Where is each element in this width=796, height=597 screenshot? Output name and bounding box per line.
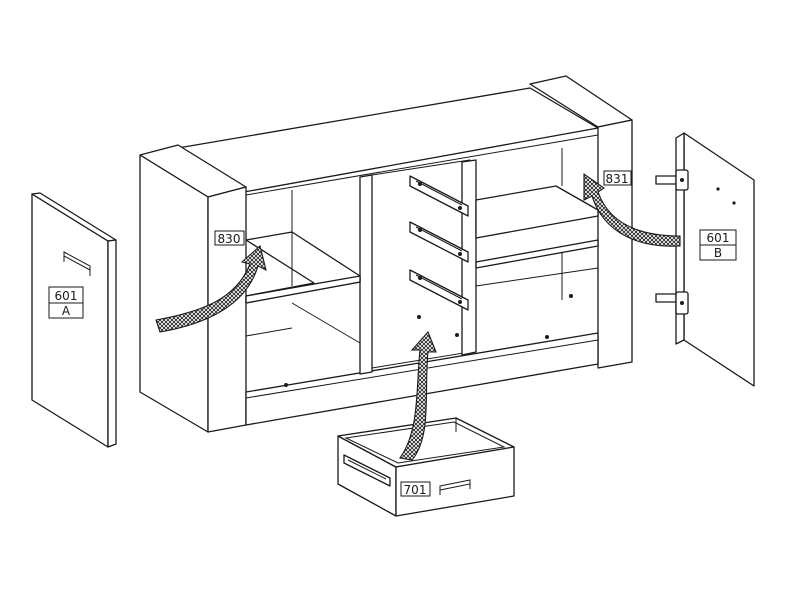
hinge-top-icon (655, 169, 689, 191)
label-door-left-code: 601 (55, 289, 78, 303)
label-door-left-variant: A (62, 304, 71, 318)
label-cabinet-left-side: 830 (218, 232, 241, 246)
handle-icon (63, 251, 91, 276)
door-right-b: 601 B (655, 132, 755, 387)
hinge-bottom-icon (655, 291, 689, 315)
handle-icon (439, 479, 471, 495)
label-door-right-code: 601 (707, 231, 730, 245)
label-drawer: 701 (404, 483, 427, 497)
cabinet-body (139, 75, 633, 433)
label-door-right-variant: B (714, 246, 722, 260)
drawer-slide-rail-icon (343, 454, 391, 487)
curved-assembly-arrow-icon (583, 172, 681, 247)
curved-assembly-arrow-icon (155, 244, 267, 333)
drawer: 701 (337, 417, 515, 517)
door-left-a: 601 A (31, 192, 117, 448)
label-cabinet-right-side: 831 (606, 172, 629, 186)
curved-assembly-arrow-icon (399, 330, 437, 461)
drawer-slide-rail-icon (409, 175, 469, 311)
